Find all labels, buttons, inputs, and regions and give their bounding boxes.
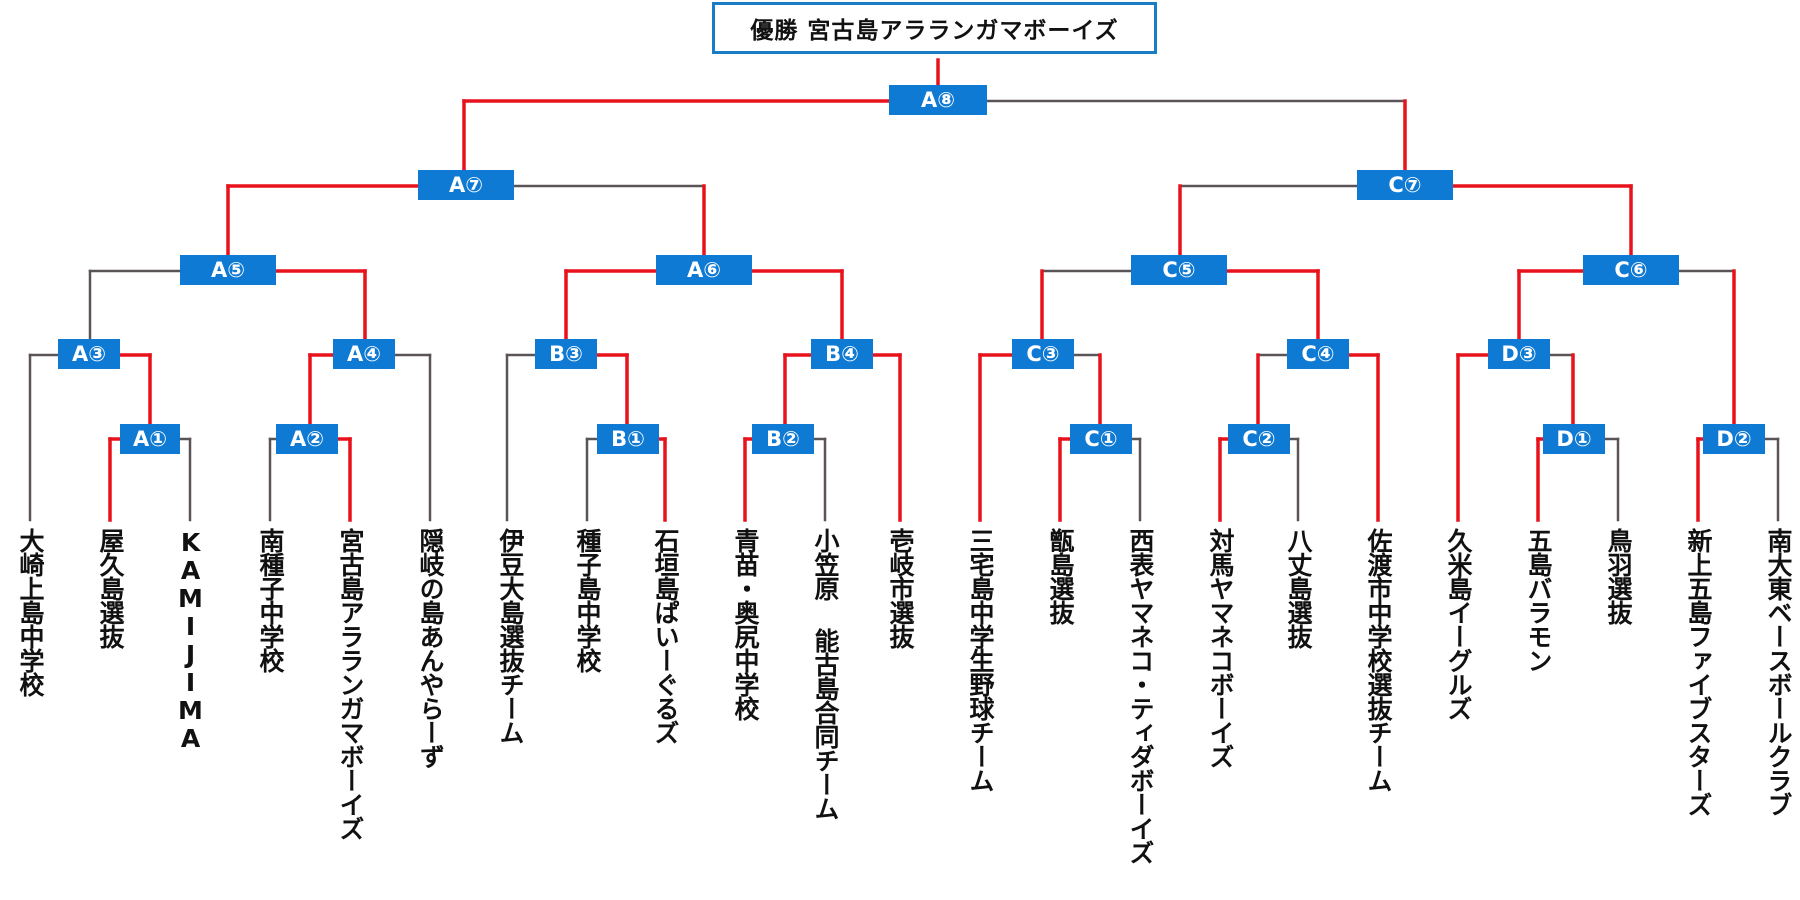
team-label: 隠岐の島あんやらーず [416,528,445,768]
team-label: 鳥羽選抜 [1604,528,1633,624]
team-label: 西表ヤマネコ・ティダボーイズ [1126,528,1155,864]
match-C4[interactable]: C④ [1287,339,1349,369]
team-label: 小笠原 能古島合同チーム [811,528,840,820]
match-C1[interactable]: C① [1070,424,1132,454]
team-label: 三宅島中学生野球チーム [966,528,995,792]
team-label: 宮古島アラランガマボーイズ [336,528,365,840]
team-label: 種子島中学校 [573,528,602,672]
match-C7[interactable]: C⑦ [1357,170,1453,200]
champion-box: 優勝 宮古島アラランガマボーイズ [712,2,1157,54]
match-A8[interactable]: A⑧ [889,85,987,115]
match-A1[interactable]: A① [120,424,180,454]
champion-team: 宮古島アラランガマボーイズ [807,18,1119,44]
match-A2[interactable]: A② [276,424,338,454]
match-D3[interactable]: D③ [1488,339,1550,369]
team-label: 青苗・奥尻中学校 [731,528,760,720]
match-C5[interactable]: C⑤ [1131,255,1227,285]
team-label: 石垣島ぱいーぐるズ [651,528,680,744]
team-label: 南大東ベースボールクラブ [1764,528,1793,816]
team-label: 大崎上島中学校 [16,528,45,696]
team-label: 壱岐市選抜 [886,528,915,648]
team-label: 久米島イーグルズ [1444,528,1473,720]
champion-prefix: 優勝 [750,18,799,44]
match-A3[interactable]: A③ [58,339,120,369]
match-B2[interactable]: B② [752,424,814,454]
match-A4[interactable]: A④ [333,339,395,369]
team-label: 屋久島選抜 [96,528,125,648]
match-C2[interactable]: C② [1228,424,1290,454]
match-D1[interactable]: D① [1543,424,1605,454]
team-label: KAMIJIMA [176,528,205,752]
match-C3[interactable]: C③ [1012,339,1074,369]
match-D2[interactable]: D② [1703,424,1765,454]
match-A7[interactable]: A⑦ [418,170,514,200]
match-A5[interactable]: A⑤ [180,255,276,285]
match-B1[interactable]: B① [597,424,659,454]
team-label: 伊豆大島選抜チーム [496,528,525,744]
team-label: 八丈島選抜 [1284,528,1313,648]
team-label: 新上五島ファイブスターズ [1684,528,1713,816]
match-C6[interactable]: C⑥ [1583,255,1679,285]
team-label: 甑島選抜 [1046,528,1075,624]
match-B4[interactable]: B④ [811,339,873,369]
team-label: 佐渡市中学校選抜チーム [1364,528,1393,792]
match-A6[interactable]: A⑥ [656,255,752,285]
match-B3[interactable]: B③ [535,339,597,369]
team-label: 対馬ヤマネコボーイズ [1206,528,1235,768]
team-label: 南種子中学校 [256,528,285,672]
team-label: 五島バラモン [1524,528,1553,672]
